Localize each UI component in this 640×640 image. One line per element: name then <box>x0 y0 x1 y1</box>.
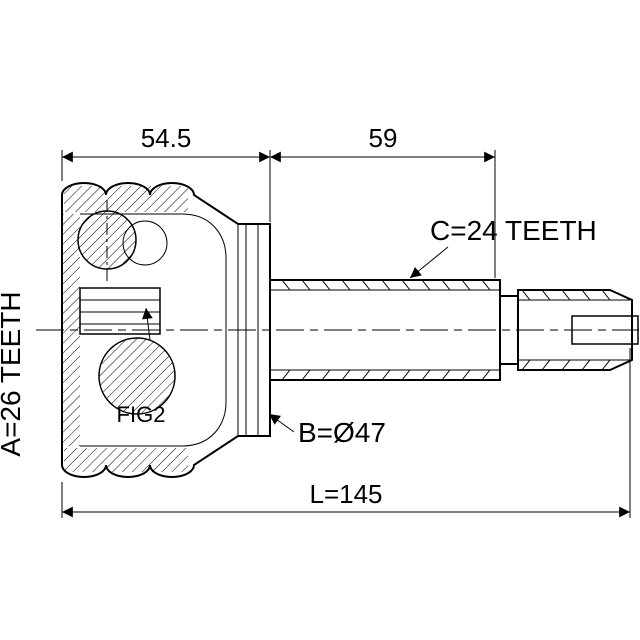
fig2-leader-line <box>141 307 153 341</box>
ball-lower <box>98 337 176 415</box>
dimension-59: 59 <box>270 123 496 278</box>
dim-l-145-label: L=145 <box>309 479 382 509</box>
a-teeth-label: A=26 TEETH <box>0 291 26 456</box>
c-leader-line <box>409 246 449 279</box>
cup-top-hatch <box>64 186 188 212</box>
b-leader-line <box>268 413 295 433</box>
b-diameter-label: B=Ø47 <box>298 417 386 448</box>
stub-spline-ticks-top <box>520 290 612 300</box>
stub-spline-ticks-bottom <box>520 360 612 370</box>
callout-b-diameter: B=Ø47 <box>268 413 386 448</box>
cup-inner-cavity <box>80 213 227 447</box>
dimension-54-5: 54.5 <box>61 123 271 222</box>
dim-54-5-label: 54.5 <box>141 123 192 153</box>
dim-59-label: 59 <box>369 123 398 153</box>
dimension-l-145: L=145 <box>61 348 631 518</box>
fig2-label: FIG2 <box>117 402 166 427</box>
inner-race-block <box>79 287 161 335</box>
shaft-spline-ticks-bottom <box>272 370 498 380</box>
c-teeth-label: C=24 TEETH <box>430 215 597 246</box>
cup-bottom-hatch <box>64 448 188 472</box>
ball-upper-cage-arc <box>122 220 168 266</box>
shaft-spline-ticks-top <box>272 280 498 290</box>
callout-c-teeth: C=24 TEETH <box>409 215 597 279</box>
